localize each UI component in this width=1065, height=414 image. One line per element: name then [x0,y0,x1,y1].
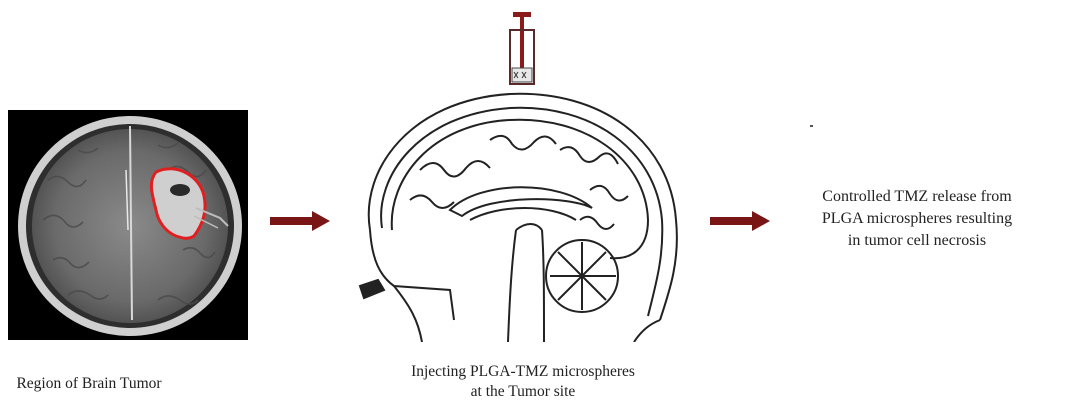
release-caption: Controlled TMZ release from PLGA microsp… [772,186,1062,252]
stray-dot [810,125,813,127]
injection-caption-line-1: Injecting PLGA-TMZ microspheres [338,362,708,382]
mri-caption-text: Region of Brain Tumor [16,375,161,392]
release-caption-line-1: Controlled TMZ release from [772,186,1062,208]
syringe-icon [500,10,544,88]
mri-caption: Region of Brain Tumor [8,374,170,394]
injection-caption: Injecting PLGA-TMZ microspheres at the T… [338,362,708,402]
right-arrow-icon [708,210,772,232]
injection-caption-line-2: at the Tumor site [338,382,708,402]
right-arrow-icon [268,210,332,232]
brain-mri-scan-icon [8,110,248,340]
release-caption-line-3: in tumor cell necrosis [772,230,1062,252]
release-caption-line-2: PLGA microspheres resulting [772,208,1062,230]
brain-sagittal-section-icon [330,80,690,342]
